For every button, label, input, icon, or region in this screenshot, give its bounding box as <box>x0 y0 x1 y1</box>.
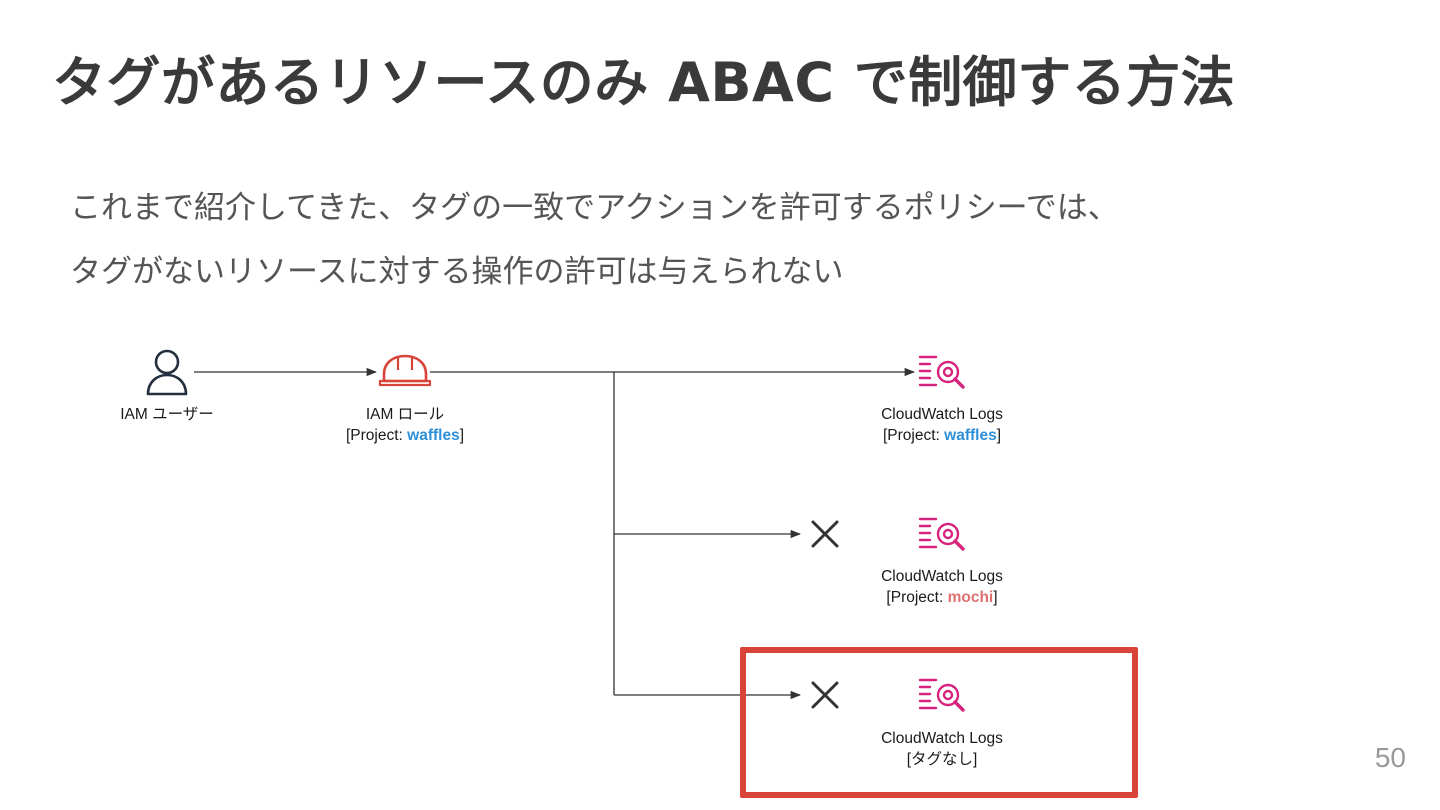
cloudwatch-logs-icon <box>918 517 965 551</box>
iam-role-helmet-icon <box>378 354 432 387</box>
user-icon <box>146 349 188 396</box>
logs-untagged-label: CloudWatch Logs [タグなし] <box>862 728 1022 770</box>
cloudwatch-logs-icon <box>918 355 965 389</box>
logs-waffles-label: CloudWatch Logs [Project: waffles] <box>862 404 1022 446</box>
tag-value-mochi: mochi <box>947 589 994 606</box>
logs-tag: [Project: mochi] <box>886 589 998 606</box>
tag-value-waffles: waffles <box>407 427 460 444</box>
logs-name: CloudWatch Logs <box>881 568 1003 585</box>
logs-name: CloudWatch Logs <box>881 406 1003 423</box>
page-number: 50 <box>1374 742 1406 773</box>
slide-body: これまで紹介してきた、タグの一致でアクションを許可するポリシーでは、 タグがない… <box>70 176 1119 304</box>
logs-name: CloudWatch Logs <box>881 730 1003 747</box>
body-line-2: タグがないリソースに対する操作の許可は与えられない <box>70 254 844 290</box>
deny-mark-mochi <box>811 520 839 548</box>
iam-role-name: IAM ロール <box>365 406 445 423</box>
logs-mochi-label: CloudWatch Logs [Project: mochi] <box>862 566 1022 608</box>
tag-value-waffles: waffles <box>944 427 997 444</box>
untagged-highlight-box <box>740 647 1138 798</box>
iam-user-name: IAM ユーザー <box>120 406 214 423</box>
cloudwatch-logs-icon <box>918 678 965 712</box>
iam-role-label: IAM ロール [Project: waffles] <box>330 404 480 446</box>
logs-tag-none: [タグなし] <box>906 751 978 768</box>
slide-title: タグがあるリソースのみ ABAC で制御する方法 <box>52 51 1236 114</box>
logs-tag: [Project: waffles] <box>882 427 1002 444</box>
deny-mark-untagged <box>811 681 839 709</box>
connectors <box>194 367 916 700</box>
body-line-1: これまで紹介してきた、タグの一致でアクションを許可するポリシーでは、 <box>70 190 1119 226</box>
iam-user-label: IAM ユーザー <box>112 404 222 425</box>
iam-role-tag: [Project: waffles] <box>345 427 465 444</box>
